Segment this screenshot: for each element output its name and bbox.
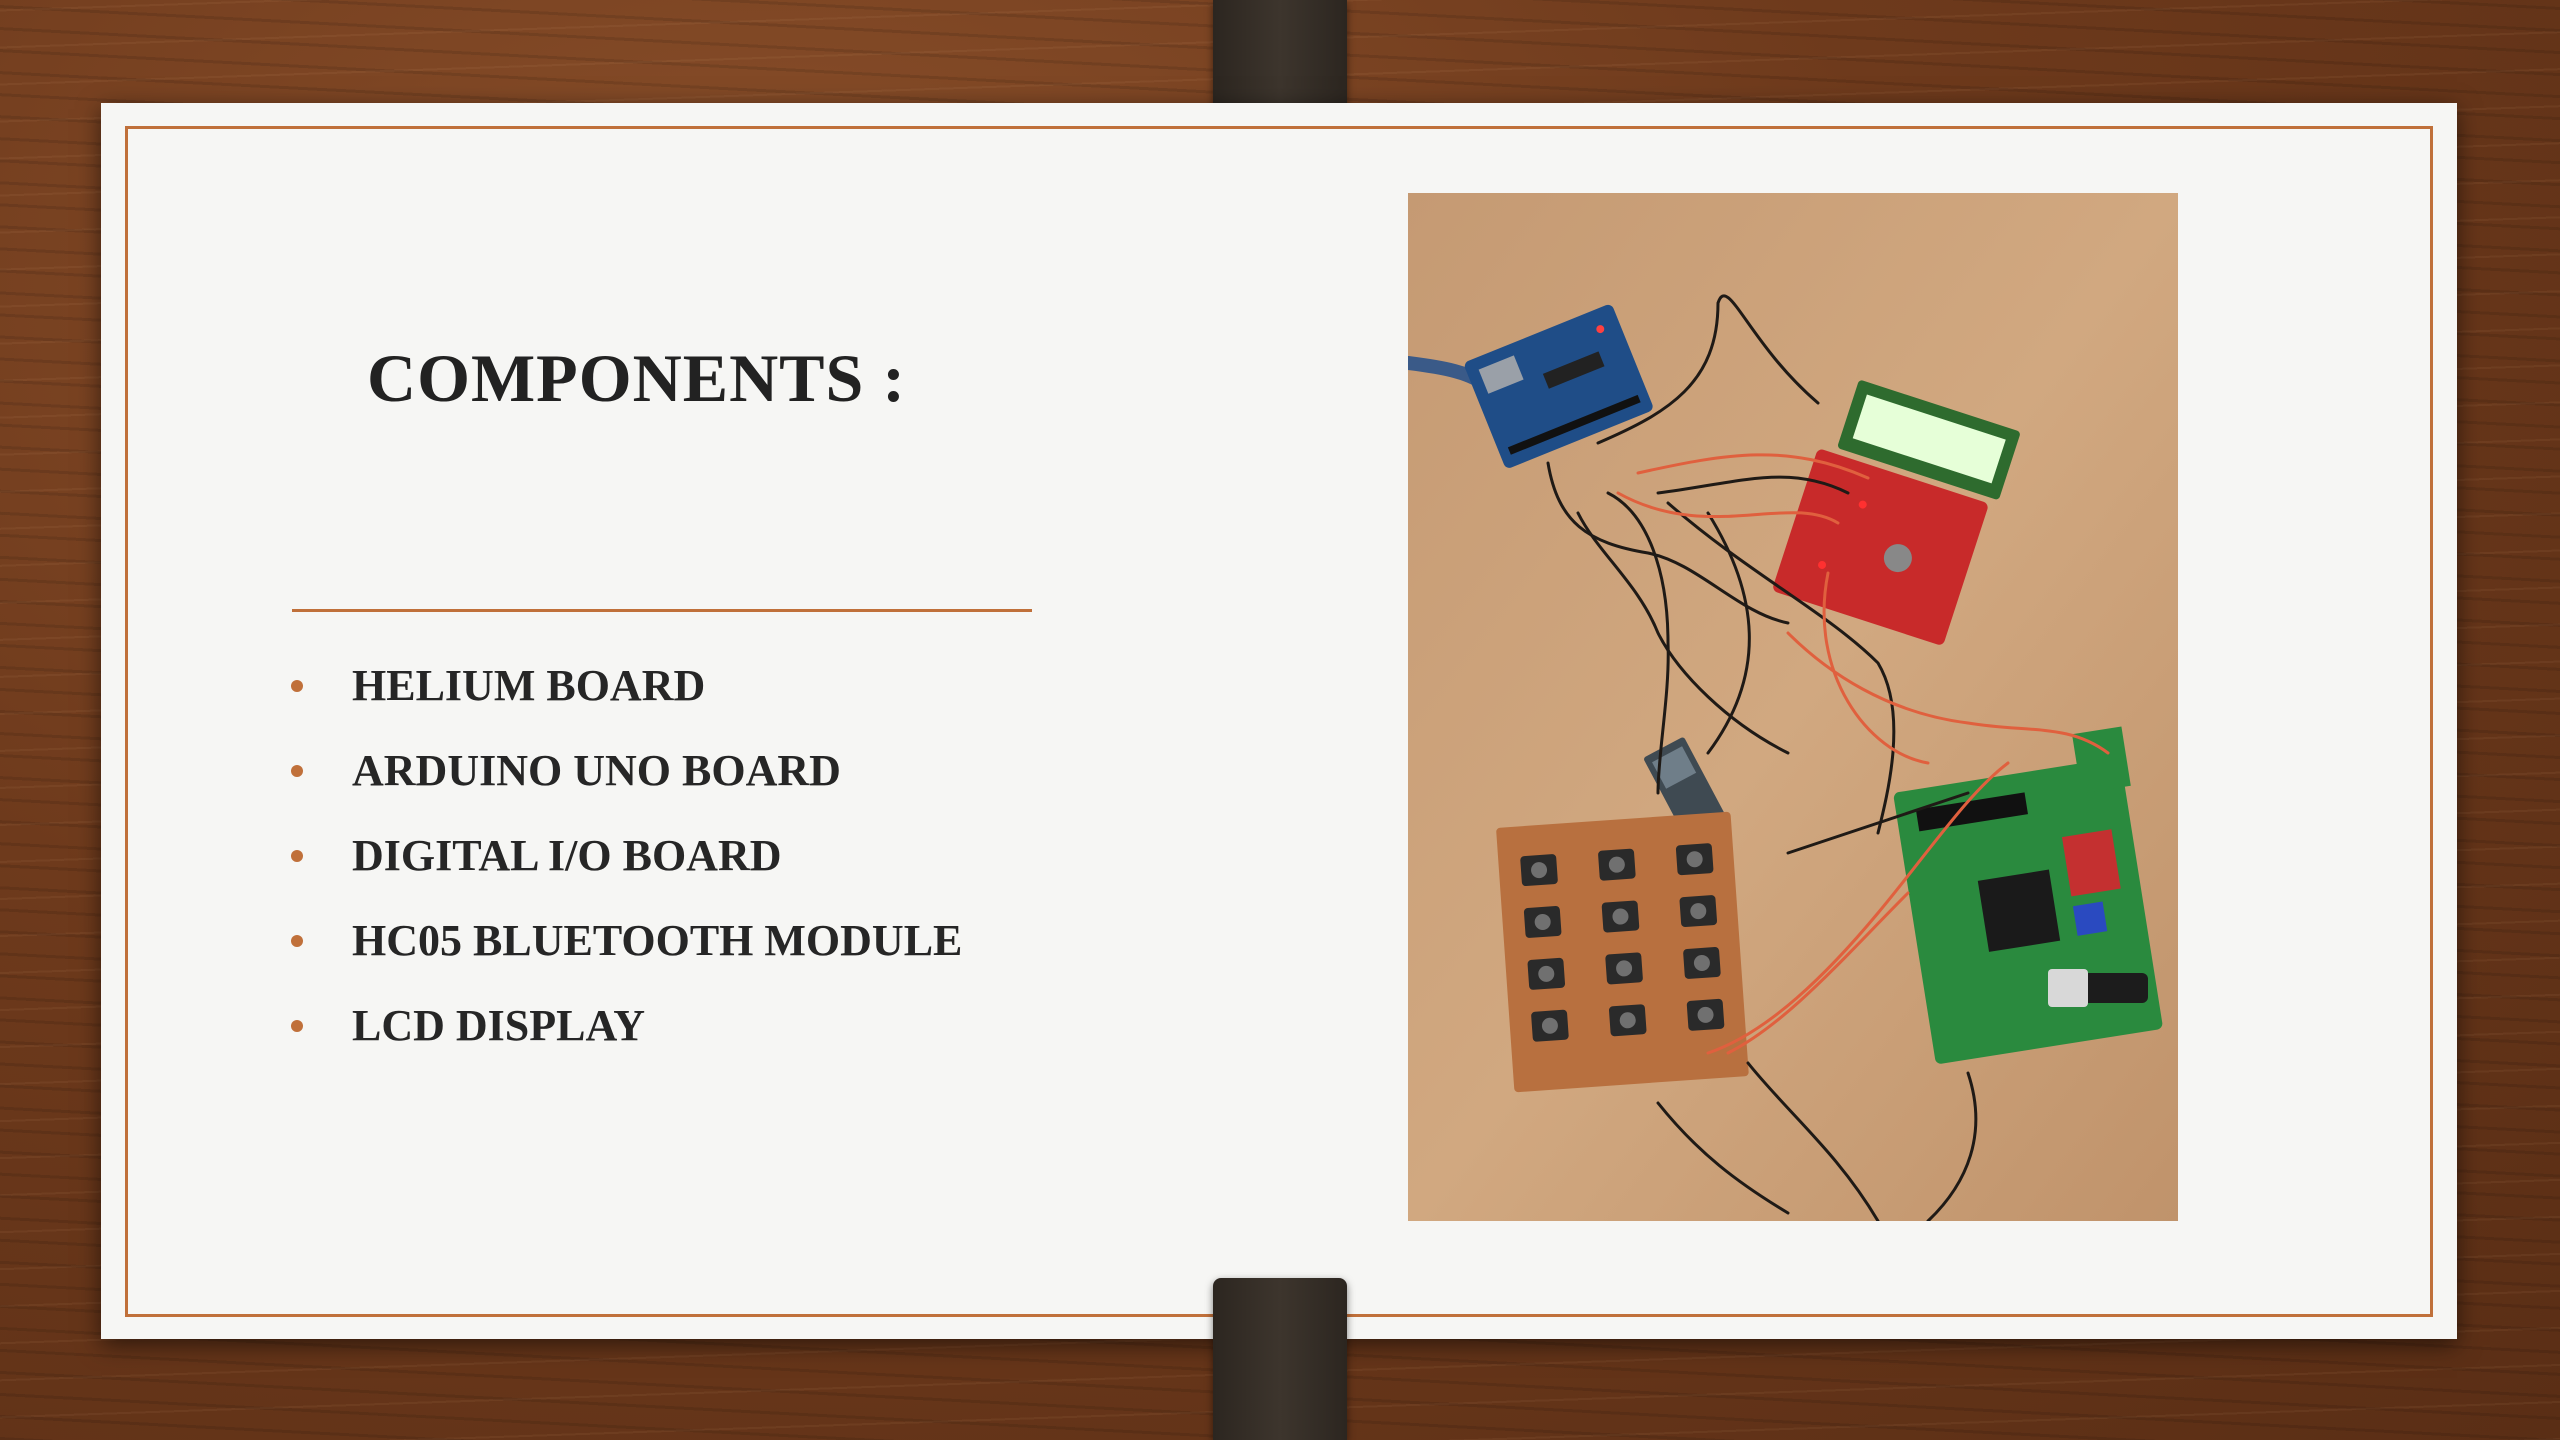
slide-title: COMPONENTS : — [367, 340, 906, 416]
title-divider — [292, 609, 1032, 612]
bullet-icon — [291, 849, 303, 862]
list-item: ARDUINO UNO BOARD — [291, 728, 962, 813]
list-item-label: HELIUM BOARD — [352, 661, 706, 710]
list-item-label: ARDUINO UNO BOARD — [352, 746, 841, 795]
list-item-label: HC05 BLUETOOTH MODULE — [352, 916, 963, 965]
list-item: HELIUM BOARD — [291, 643, 962, 728]
bullet-icon — [291, 934, 303, 947]
list-item: LCD DISPLAY — [291, 983, 962, 1068]
bullet-icon — [291, 764, 303, 777]
binder-clip-bottom — [1213, 1278, 1347, 1440]
bullet-icon — [291, 679, 303, 692]
list-item-label: LCD DISPLAY — [352, 1001, 646, 1050]
list-item-label: DIGITAL I/O BOARD — [352, 831, 782, 880]
hardware-setup-photo — [1408, 193, 2178, 1221]
bullet-icon — [291, 1019, 303, 1032]
slide: COMPONENTS : HELIUM BOARD ARDUINO UNO BO… — [101, 103, 2457, 1339]
components-list: HELIUM BOARD ARDUINO UNO BOARD DIGITAL I… — [291, 643, 962, 1068]
list-item: DIGITAL I/O BOARD — [291, 813, 962, 898]
list-item: HC05 BLUETOOTH MODULE — [291, 898, 962, 983]
